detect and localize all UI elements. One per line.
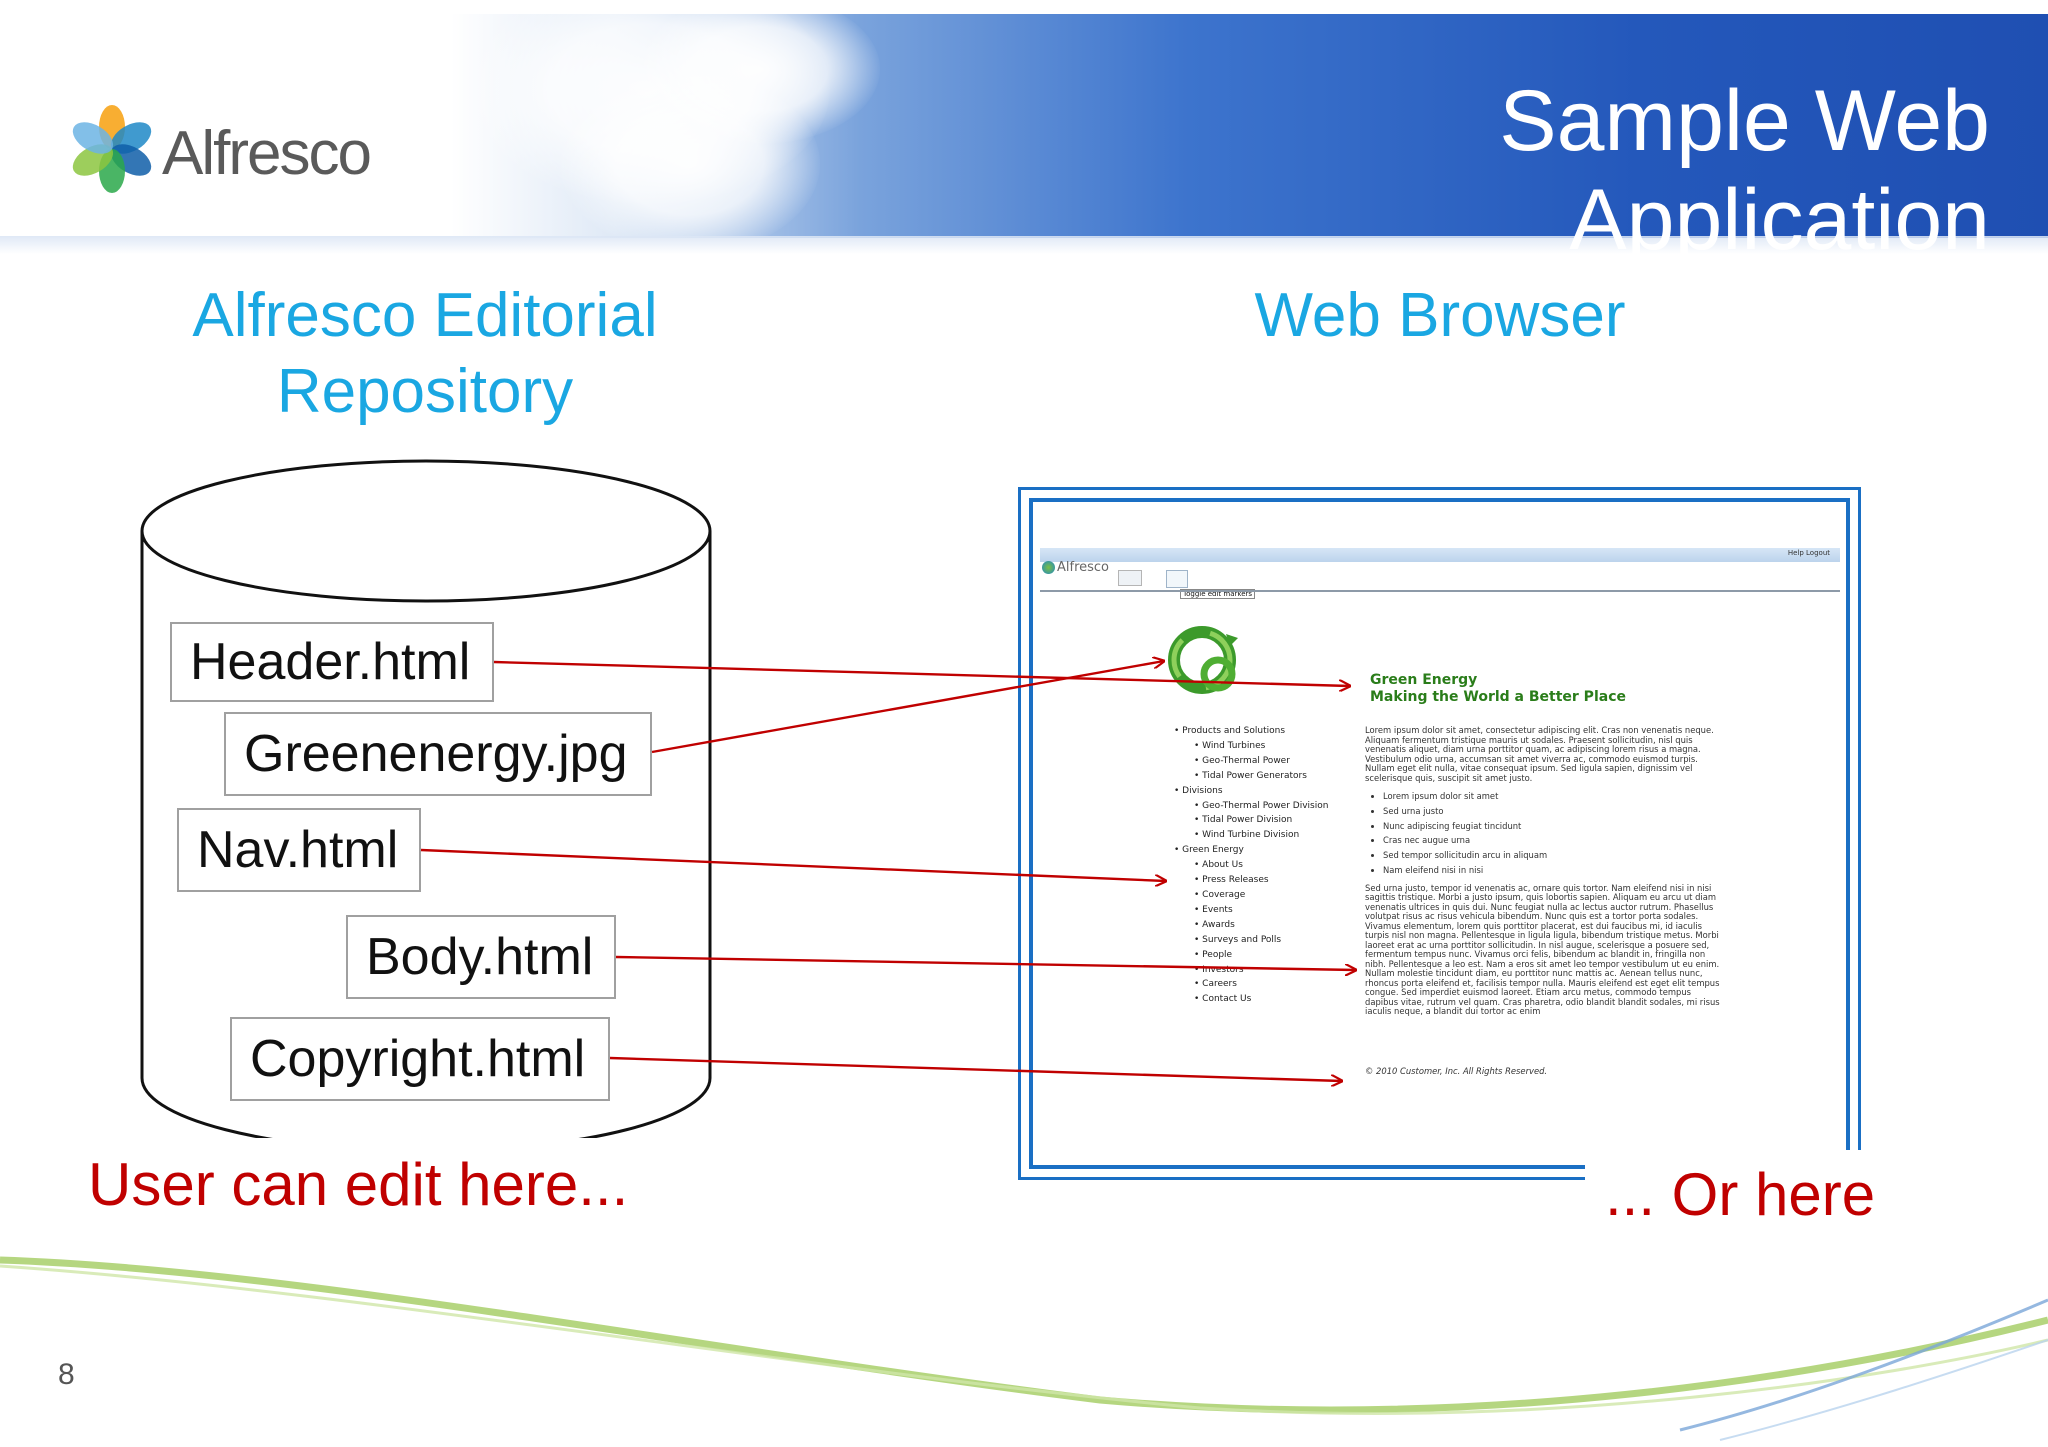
- nav-item[interactable]: Tidal Power Division: [1174, 813, 1374, 828]
- page-number: 8: [58, 1358, 75, 1391]
- file-header-html: Header.html: [170, 622, 494, 702]
- caption-edit-browser: ... Or here: [1605, 1161, 1876, 1228]
- site-logo-icon: [1042, 561, 1055, 574]
- site-copyright: © 2010 Customer, Inc. All Rights Reserve…: [1365, 1066, 1548, 1076]
- site-heading: Green Energy: [1370, 672, 1478, 688]
- body-list-item: Nunc adipiscing feugiat tincidunt: [1383, 819, 1725, 834]
- browser-inner-frame: [1029, 498, 1850, 1169]
- nav-item[interactable]: Coverage: [1174, 888, 1374, 903]
- browser-frame-gap: [1585, 1150, 1865, 1190]
- nav-item[interactable]: People: [1174, 948, 1374, 963]
- body-paragraph: Lorem ipsum dolor sit amet, consectetur …: [1365, 725, 1714, 783]
- site-sound-control[interactable]: [1118, 570, 1142, 586]
- body-list-item: Sed tempor sollicitudin arcu in aliquam: [1383, 848, 1725, 863]
- footer-swoosh: [0, 1256, 2048, 1441]
- sample-site: Help Logout Alfresco Toggle edit markers…: [1040, 540, 1840, 1100]
- nav-item[interactable]: Investors: [1174, 963, 1374, 978]
- file-copyright-html: Copyright.html: [230, 1017, 610, 1101]
- repository-heading: Alfresco Editorial Repository: [150, 278, 700, 430]
- site-logo: Alfresco: [1042, 560, 1109, 575]
- header-banner: [0, 14, 2048, 238]
- nav-item[interactable]: Awards: [1174, 918, 1374, 933]
- banner-fade: [0, 14, 440, 238]
- toggle-edit-markers-button[interactable]: [1166, 570, 1188, 588]
- logo-wordmark: Alfresco: [162, 119, 372, 188]
- nav-item[interactable]: Events: [1174, 903, 1374, 918]
- slide-title: Sample Web Application: [1499, 73, 1990, 268]
- file-greenenergy-jpg: Greenenergy.jpg: [224, 712, 652, 796]
- nav-item[interactable]: Geo-Thermal Power: [1174, 754, 1374, 769]
- caption-edit-repository: User can edit here...: [88, 1151, 629, 1218]
- body-list-item: Cras nec augue urna: [1383, 833, 1725, 848]
- site-nav: Products and Solutions Wind Turbines Geo…: [1174, 724, 1374, 1007]
- site-header-separator: [1040, 590, 1840, 592]
- body-list: Lorem ipsum dolor sit amet Sed urna just…: [1365, 789, 1725, 878]
- repository-heading-line2: Repository: [276, 357, 574, 426]
- nav-item[interactable]: Green Energy: [1174, 843, 1374, 858]
- nav-item[interactable]: Geo-Thermal Power Division: [1174, 799, 1374, 814]
- nav-item[interactable]: Tidal Power Generators: [1174, 769, 1374, 784]
- nav-item[interactable]: Wind Turbines: [1174, 739, 1374, 754]
- repository-heading-line1: Alfresco Editorial: [192, 281, 658, 350]
- file-body-html: Body.html: [346, 915, 616, 999]
- browser-heading: Web Browser: [1254, 281, 1626, 350]
- site-subheading: Making the World a Better Place: [1370, 689, 1626, 705]
- alfresco-logo-icon: [72, 105, 152, 193]
- body-list-item: Lorem ipsum dolor sit amet: [1383, 789, 1725, 804]
- body-list-item: Sed urna justo: [1383, 804, 1725, 819]
- nav-item[interactable]: About Us: [1174, 858, 1374, 873]
- site-toolbar: [1040, 548, 1840, 562]
- body-paragraph: Sed urna justo, tempor id venenatis ac, …: [1365, 882, 1720, 1017]
- nav-item[interactable]: Products and Solutions: [1174, 724, 1374, 739]
- nav-item[interactable]: Divisions: [1174, 784, 1374, 799]
- green-energy-logo-icon: [1168, 626, 1238, 694]
- nav-item[interactable]: Wind Turbine Division: [1174, 828, 1374, 843]
- cloud-decoration: [640, 14, 880, 144]
- banner-bottom-fade: [0, 236, 2048, 254]
- file-nav-html: Nav.html: [177, 808, 421, 892]
- site-toolbar-links[interactable]: Help Logout: [1787, 549, 1830, 557]
- nav-item[interactable]: Surveys and Polls: [1174, 933, 1374, 948]
- site-body: Lorem ipsum dolor sit amet, consectetur …: [1365, 725, 1725, 1023]
- nav-item[interactable]: Contact Us: [1174, 992, 1374, 1007]
- nav-item[interactable]: Careers: [1174, 977, 1374, 992]
- site-logo-text: Alfresco: [1057, 560, 1110, 575]
- body-list-item: Nam eleifend nisi in nisi: [1383, 863, 1725, 878]
- nav-item[interactable]: Press Releases: [1174, 873, 1374, 888]
- toggle-edit-markers-tooltip: Toggle edit markers: [1180, 589, 1256, 599]
